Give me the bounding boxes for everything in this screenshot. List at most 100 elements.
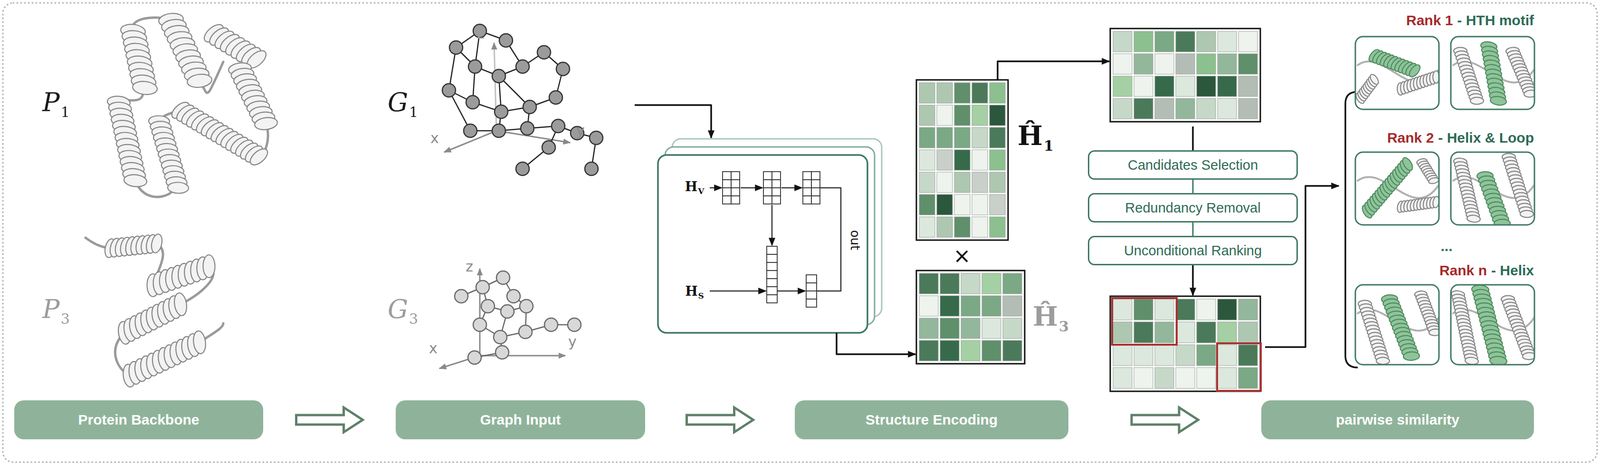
matrix-cell: [1196, 367, 1216, 389]
node-text: Candidates Selection: [1127, 157, 1258, 173]
graph-vertex: [500, 304, 515, 318]
rank-number: Rank n: [1439, 262, 1487, 278]
flow-arrow: [634, 104, 712, 138]
symbol-label: out: [847, 229, 863, 251]
feature-matrix: [1110, 28, 1261, 122]
matrix-cell: [1238, 76, 1258, 97]
matrix-cell: [961, 273, 981, 294]
thumb-frame: [1450, 284, 1535, 365]
label-text: H: [685, 178, 698, 195]
symbol-label: HS: [683, 282, 706, 300]
flow-arrow: [1191, 265, 1194, 296]
tensor-cell: [763, 171, 772, 180]
matrix-cell: [1238, 53, 1258, 75]
matrix-cell: [1154, 53, 1174, 75]
matrix-cell: [1196, 53, 1216, 75]
helix-ribbon: [1501, 295, 1535, 360]
matrix-cell: [1154, 367, 1174, 389]
matrix-frame: [1110, 295, 1261, 391]
rank-label: Rank n- Helix: [1439, 262, 1534, 279]
thumb-ground: [1450, 152, 1535, 225]
matrix-frame: [916, 79, 1009, 240]
symbol-label: Ĥ1: [1017, 119, 1054, 152]
graph-vertex: [499, 33, 513, 48]
matrix-cell: [1113, 298, 1133, 320]
helix-turn: [1428, 328, 1439, 336]
matrix-cell: [971, 149, 988, 171]
helix-turn: [1470, 97, 1484, 105]
rank-number: Rank 2: [1387, 129, 1434, 146]
matrix-cell: [1217, 344, 1237, 366]
graph-vertex: [542, 140, 556, 154]
graph-vertex: [481, 299, 495, 313]
graph-g1: [442, 24, 603, 176]
matrix-cell: [1113, 31, 1133, 52]
helix-turn: [1432, 195, 1439, 209]
helix-ribbon: [116, 291, 189, 345]
matrix-cell: [1196, 344, 1216, 366]
matrix-cell: [954, 216, 971, 238]
helix-turn: [167, 181, 190, 194]
flow-arrow: [740, 187, 763, 189]
thumb-frame: [1450, 152, 1535, 225]
helix-turn: [1464, 356, 1479, 365]
matrix-cell: [1133, 53, 1153, 75]
tensor-cell: [802, 195, 812, 204]
matrix-cell: [1133, 76, 1153, 97]
axis-label: y: [576, 122, 585, 139]
matrix-cell: [919, 171, 935, 193]
matrix-cell: [1175, 98, 1195, 119]
protein-p1: [106, 11, 279, 197]
matrix-cell: [1196, 98, 1216, 119]
matrix-cell: [1154, 298, 1174, 320]
matrix-cell: [1175, 76, 1195, 97]
matrix-cell: [1175, 31, 1195, 52]
graph-vertex: [454, 289, 468, 303]
flow-arrow: [771, 204, 773, 246]
tensor-cell: [811, 187, 820, 196]
matrix-cell: [1175, 53, 1195, 75]
label-text: G: [387, 87, 409, 118]
matrix-cell: [1133, 344, 1153, 366]
step-link: [1192, 179, 1194, 193]
helix-turn: [1523, 89, 1535, 98]
helix-turn: [172, 291, 189, 316]
tensor-icon: [763, 171, 781, 204]
matrix-cell: [1217, 298, 1237, 320]
matrix-cell: [1217, 31, 1237, 52]
axis-label: z: [465, 257, 474, 275]
highlight-box: [1217, 342, 1261, 391]
helix-turn: [123, 173, 148, 188]
label-text: y: [576, 122, 585, 139]
matrix-cell: [1002, 295, 1022, 316]
tensor-cell: [766, 254, 778, 263]
thumb-frame: [1355, 36, 1439, 110]
thumb-frame: [1355, 284, 1439, 365]
label-text: S: [698, 290, 705, 301]
matrix-cell: [989, 149, 1006, 171]
matrix-cell: [989, 194, 1006, 215]
graph-vertex: [467, 350, 482, 364]
graph-vertex: [537, 45, 551, 59]
matrix-cell: [1196, 321, 1216, 343]
matrix-cell: [936, 104, 953, 126]
matrix-cell: [971, 104, 988, 126]
symbol-label: P3: [42, 294, 70, 324]
matrix-cell: [981, 340, 1001, 361]
flow-arrow: [709, 290, 766, 292]
helix-turn: [132, 80, 159, 96]
matrix-cell: [1133, 321, 1153, 343]
graph-vertex: [492, 69, 506, 83]
node-text: Structure Encoding: [865, 411, 998, 428]
label-text: ...: [1440, 238, 1453, 254]
stage-arrow: [686, 407, 754, 432]
helix-ribbon: [1480, 40, 1507, 106]
helix-ribbon: [1381, 294, 1420, 361]
symbol-label: HV: [683, 177, 706, 196]
label-text: P: [42, 87, 60, 118]
symbol-label: ×: [953, 243, 972, 268]
tensor-cell: [731, 179, 740, 188]
helix-ribbon: [1505, 47, 1535, 98]
helix-turn: [150, 232, 164, 254]
helix-ribbon: [1414, 290, 1439, 336]
